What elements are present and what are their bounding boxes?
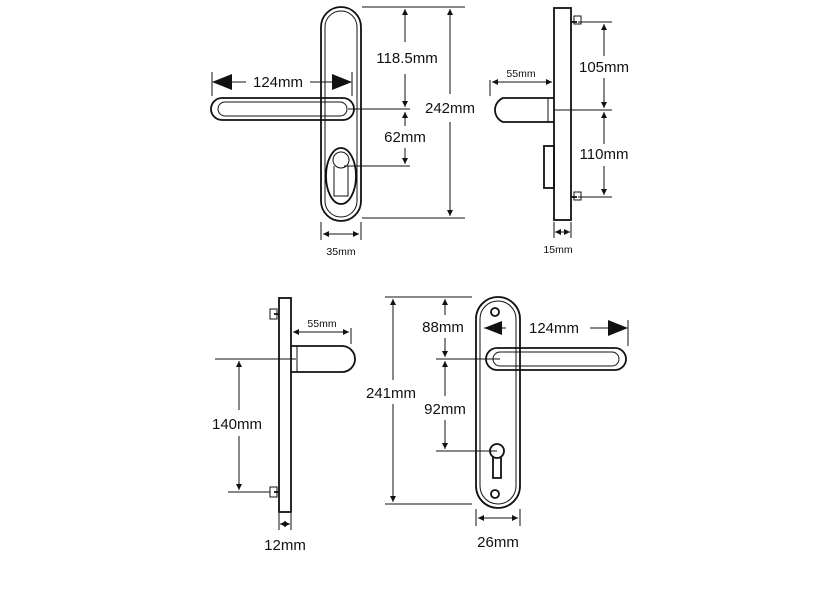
label-overall-height-bottom: 241mm — [366, 385, 416, 402]
label-handle-width-top: 124mm — [253, 74, 303, 91]
dimension-plate-width-top: 35mm — [320, 222, 362, 258]
label-handle-to-fixing-side-bottom: 140mm — [212, 416, 262, 433]
label-projection-bottom: 55mm — [307, 318, 336, 330]
label-overall-height-top: 242mm — [425, 100, 475, 117]
backplate-bottom-side — [278, 297, 292, 513]
dimension-vertical-bottom-side: 140mm — [212, 358, 296, 493]
dimension-plate-width-bottom: 26mm — [475, 509, 521, 551]
label-top-to-handle-side: 105mm — [579, 59, 629, 76]
dimension-projection-top: 55mm — [489, 68, 552, 96]
dimension-plate-thickness-top: 15mm — [543, 222, 573, 256]
side-view-top: 55mm 105mm 110mm 15mm — [489, 7, 629, 256]
label-projection-top: 55mm — [506, 68, 535, 80]
label-top-to-handle-bottom: 88mm — [422, 319, 464, 336]
dimension-vertical-top-side: 105mm 110mm — [554, 21, 629, 198]
label-top-to-handle: 118.5mm — [376, 50, 437, 67]
keyhole-bottom-front — [489, 443, 505, 479]
front-view-bottom: 124mm 88mm 92mm 241mm 26mm — [366, 296, 629, 551]
lever-side-top — [494, 97, 554, 123]
dimension-handle-width-top: 124mm — [211, 72, 353, 96]
lever-side-bottom — [291, 345, 356, 373]
dimension-vertical-top-front: 118.5mm 62mm 242mm — [344, 6, 475, 219]
dimension-plate-thickness-bottom: 12mm — [264, 513, 306, 554]
fixing-screws-bottom-side — [269, 308, 279, 498]
label-handle-to-keyhole-bottom: 92mm — [424, 401, 466, 418]
backplate-bottom-front — [475, 296, 521, 509]
lever-handle-top-front — [210, 97, 355, 121]
dimension-vertical-bottom-front: 88mm 92mm 241mm — [366, 296, 500, 505]
label-handle-to-keyhole-top: 62mm — [384, 129, 426, 146]
fixing-screws-top-side — [571, 15, 582, 201]
front-view-top: 124mm 118.5mm 62mm 242mm 35mm — [210, 6, 475, 258]
dimension-handle-width-bottom: 124mm — [484, 320, 629, 346]
label-plate-thickness-top: 15mm — [543, 244, 572, 256]
label-plate-thickness-bottom: 12mm — [264, 537, 306, 554]
backplate-top-front — [320, 6, 362, 222]
fixing-holes-bottom-front — [490, 307, 500, 499]
label-handle-to-fixing-side-top: 110mm — [580, 146, 629, 163]
label-handle-width-bottom: 124mm — [529, 320, 579, 337]
dimension-projection-bottom: 55mm — [293, 318, 352, 344]
lever-handle-bottom-front — [485, 347, 627, 371]
side-view-bottom: 55mm 140mm 12mm — [212, 297, 356, 554]
keyhole-top-front — [325, 147, 357, 205]
label-plate-width-top: 35mm — [326, 246, 355, 258]
backplate-top-side — [543, 7, 572, 221]
label-plate-width-bottom: 26mm — [477, 534, 519, 551]
